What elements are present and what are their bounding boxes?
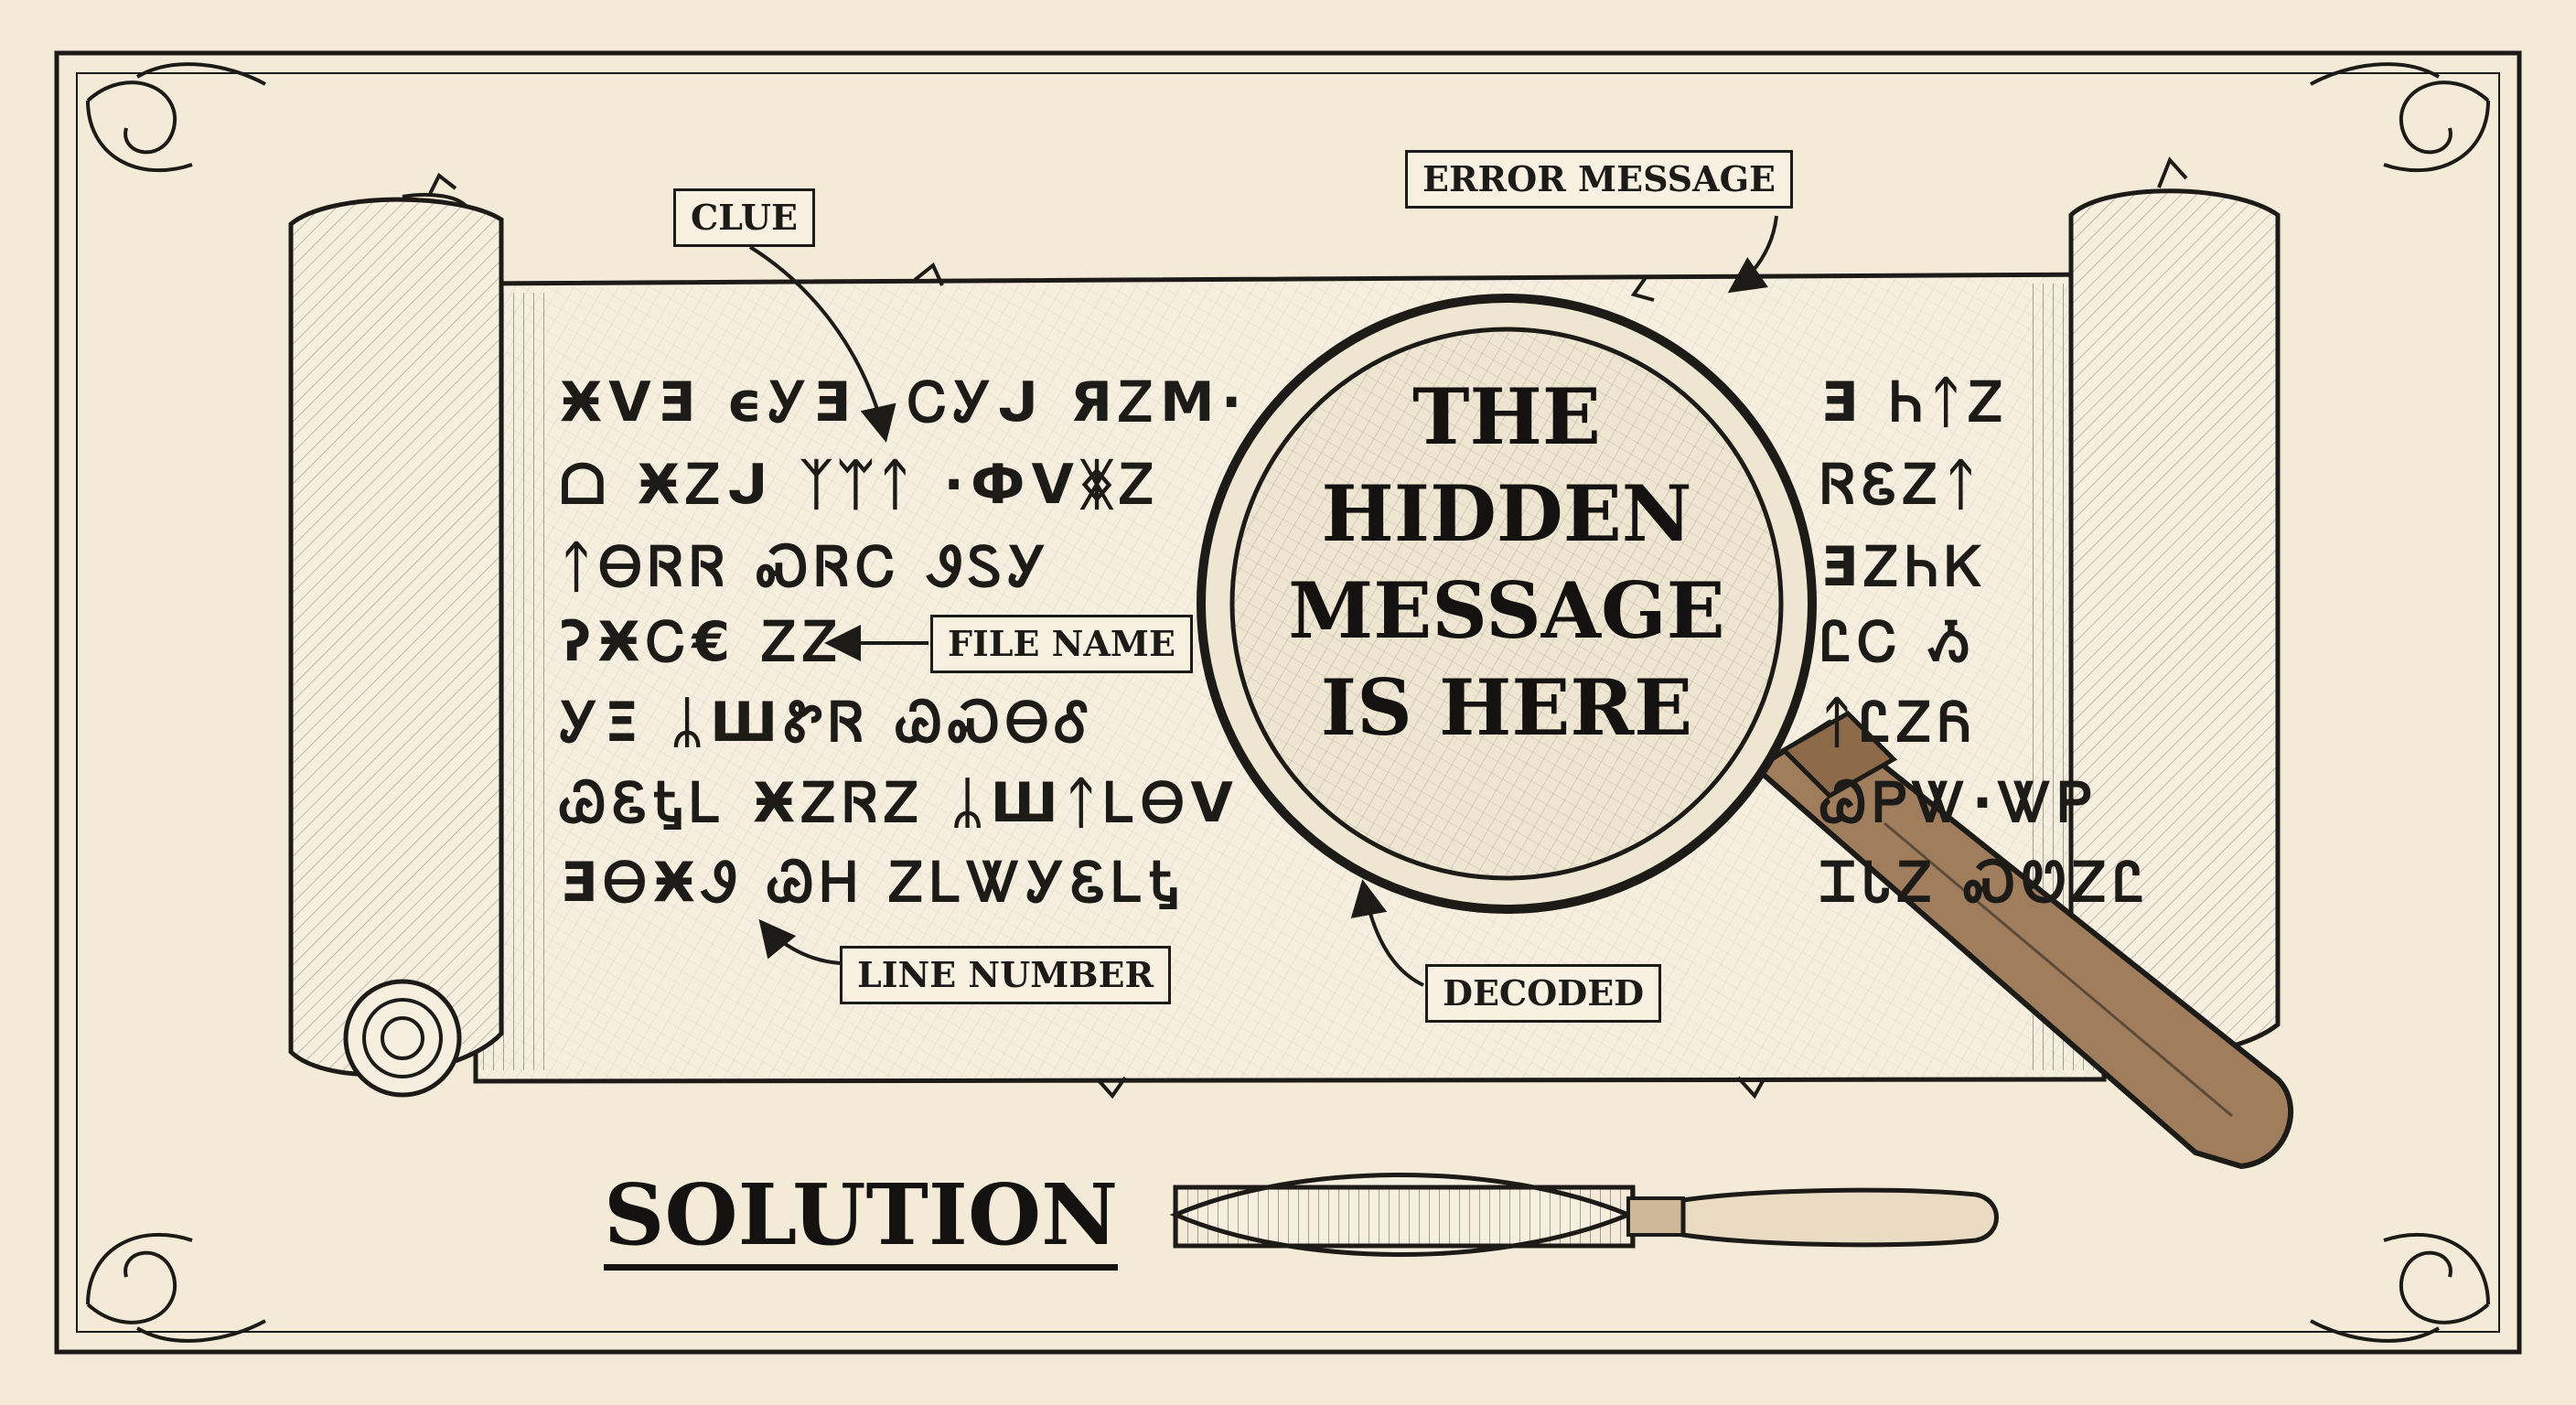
- rune-row: ᏝᏟ Ᏹ: [1820, 610, 1976, 674]
- corner-flourish-icon: [86, 62, 2490, 1343]
- lens-line: THE: [1412, 371, 1601, 462]
- lens-line: MESSAGE: [1288, 565, 1725, 656]
- magnifying-glass-icon: [1197, 294, 2294, 1170]
- error-message-arrow: [1727, 215, 1778, 294]
- rune-row: ᏆᏓᏃ ᏍᏬᏃᏝ: [1820, 851, 2152, 915]
- rune-row: ƎᎾӾᏭ ᏊᎻ ᏃᏞᏔᎩᏋᏞᎿ: [560, 851, 1186, 915]
- solution-label: SOLUTION: [604, 1173, 1119, 1271]
- rune-row: ᏊᏋᎿᏞ ӾᏃᏒᏃ ᛦШᛏᏞᎾᐯ: [560, 771, 1240, 835]
- rune-row: ƎᏃᏂᏦ: [1820, 535, 1990, 599]
- callout-arrows: [748, 215, 1778, 987]
- rune-row: ᏒᏋᏃᛏ: [1820, 453, 1984, 517]
- callout-line-number: LINE NUMBER: [840, 946, 1172, 1004]
- rune-row: ᛏᏝᏃᏲ: [1820, 691, 1978, 755]
- callout-error-message: ERROR MESSAGE: [1405, 150, 1794, 209]
- lens-message: THE HIDDEN MESSAGE IS HERE: [1250, 369, 1763, 756]
- rune-row: ӾᐯƎ ϵᎩƎ ᏟᎩᒍ ЯᏃМ·: [560, 370, 1249, 434]
- callout-clue: CLUE: [673, 188, 815, 247]
- rune-row: ᏊᏢᏔ·ᏔᏢ: [1820, 771, 2098, 835]
- rune-row: ᛏᎾᏒᏒ ᏍᏒᏟ ᏭᏚᎩ: [560, 535, 1053, 599]
- rune-row: ᎩΞ ᛦШᏑᏒ ᏊᏍᎾᎴ: [560, 691, 1096, 755]
- lens-line: HIDDEN: [1321, 468, 1692, 559]
- lens-line: IS HERE: [1320, 662, 1693, 753]
- rune-row: ʔӾᏟ€ ᏃᏃ: [560, 610, 844, 674]
- rune-row: ᗝ ӾᏃᒍ ᛉᛠᛏ ·ФᐯᛤᏃ: [560, 453, 1161, 517]
- callout-file-name: FILE NAME: [930, 615, 1193, 673]
- ornate-frame: [54, 50, 2522, 1355]
- line-number-arrow: [758, 918, 841, 965]
- decoded-arrow: [1350, 879, 1424, 987]
- magnifying-glass-side-icon: [1169, 1173, 1999, 1257]
- clue-arrow: [748, 245, 896, 443]
- callout-decoded: DECODED: [1425, 964, 1662, 1023]
- rune-row: Ǝ ᏂᛏᏃ: [1820, 370, 2011, 434]
